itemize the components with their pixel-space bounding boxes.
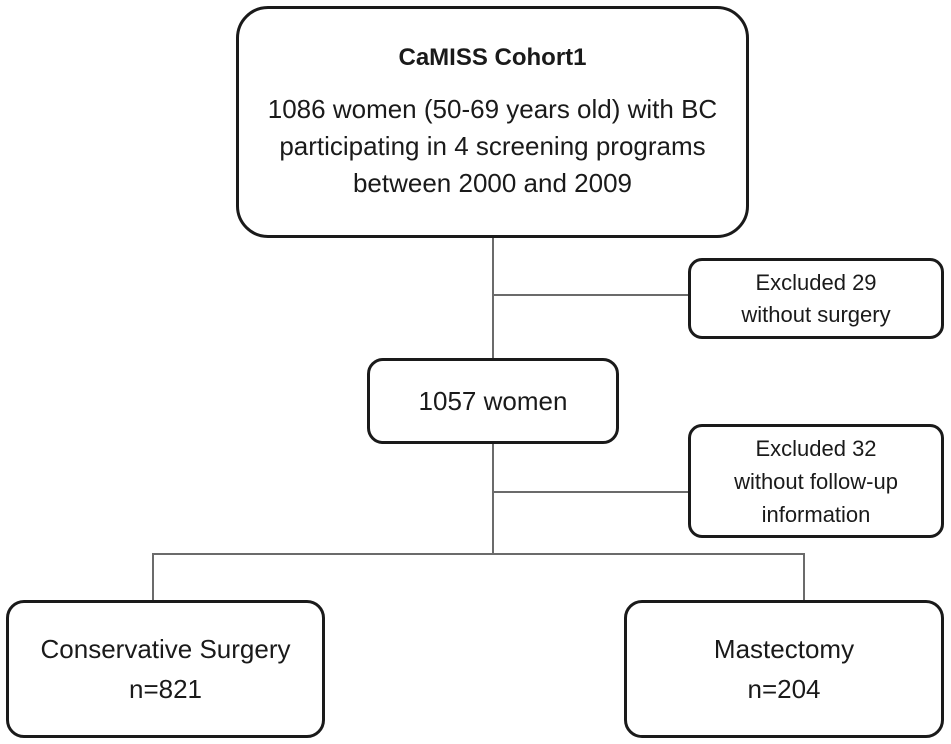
connector-to-mastectomy bbox=[803, 553, 805, 600]
connector-1057-to-split bbox=[492, 444, 494, 554]
connector-split bbox=[152, 553, 805, 555]
remaining-women-label: 1057 women bbox=[418, 385, 568, 416]
exclusion-line: information bbox=[761, 501, 871, 527]
cohort-box: CaMISS Cohort1 1086 women (50-69 years o… bbox=[236, 6, 749, 238]
connector-exclusion1 bbox=[492, 294, 688, 296]
exclusion-line: without follow-up bbox=[734, 468, 898, 494]
connector-cohort-to-1057 bbox=[492, 238, 494, 358]
cohort-line: participating in 4 screening programs bbox=[279, 130, 706, 161]
cohort-line: between 2000 and 2009 bbox=[352, 167, 632, 198]
conservative-surgery-box: Conservative Surgery n=821 bbox=[6, 600, 325, 738]
group-label: Mastectomy bbox=[713, 634, 855, 664]
group-label: Conservative Surgery bbox=[40, 634, 291, 664]
mastectomy-box: Mastectomy n=204 bbox=[624, 600, 944, 738]
exclusion-box-follow-up: Excluded 32 without follow-up informatio… bbox=[688, 424, 944, 538]
exclusion-line: without surgery bbox=[741, 301, 891, 327]
connector-exclusion2 bbox=[492, 491, 688, 493]
cohort-title: CaMISS Cohort1 bbox=[398, 43, 587, 71]
exclusion-line: Excluded 29 bbox=[755, 269, 877, 295]
cohort-description: 1086 women (50-69 years old) with BC par… bbox=[268, 91, 717, 202]
exclusion-line: Excluded 32 bbox=[755, 435, 877, 461]
group-count: n=821 bbox=[128, 674, 203, 704]
cohort-line: 1086 women (50-69 years old) with BC bbox=[267, 93, 718, 124]
exclusion-box-surgery: Excluded 29 without surgery bbox=[688, 258, 944, 339]
connector-to-conservative bbox=[152, 553, 154, 600]
remaining-women-box: 1057 women bbox=[367, 358, 619, 444]
group-count: n=204 bbox=[747, 674, 821, 704]
